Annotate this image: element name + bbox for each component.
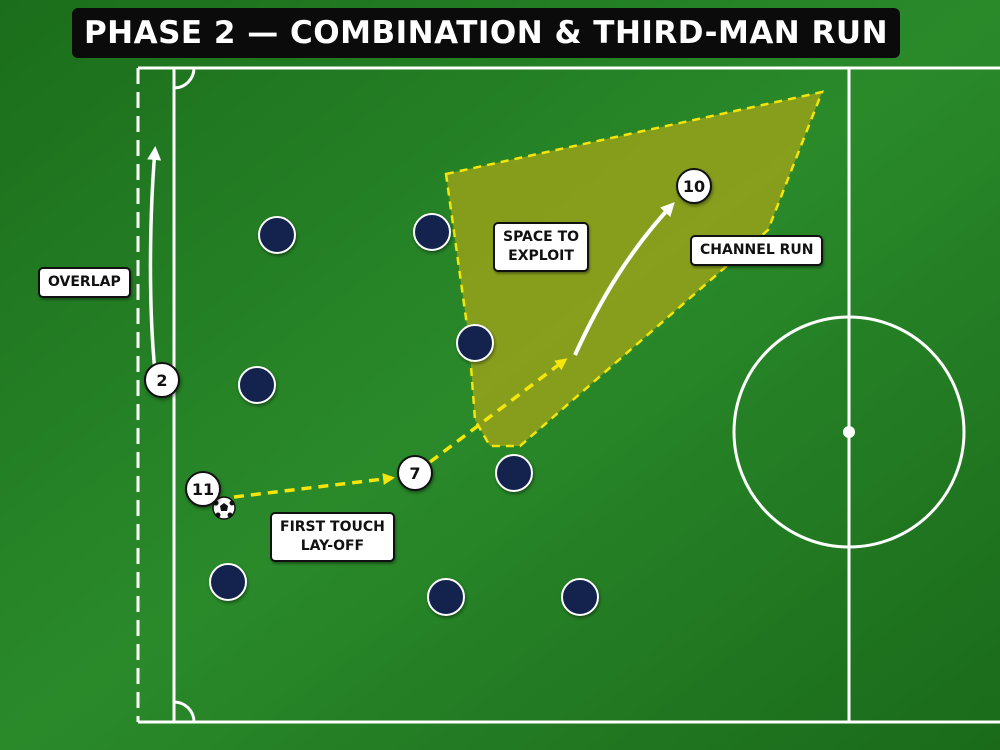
overlap-run-arrow	[147, 146, 162, 373]
player-10: 10	[676, 168, 712, 204]
title-bar: PHASE 2 — COMBINATION & THIRD-MAN RUN	[72, 8, 900, 58]
defender	[561, 578, 599, 616]
first-touch-label: FIRST TOUCH LAY-OFF	[270, 512, 395, 562]
space-zone	[444, 90, 825, 448]
space-label-line-2: EXPLOIT	[508, 248, 574, 264]
centre-circle	[732, 315, 966, 549]
defender	[238, 366, 276, 404]
space-to-exploit-label: SPACE TO EXPLOIT	[493, 222, 590, 272]
defender	[427, 578, 465, 616]
player-7: 7	[397, 455, 433, 491]
overlap-label: OVERLAP	[38, 267, 131, 298]
defender	[495, 454, 533, 492]
channel-run-label: CHANNEL RUN	[690, 235, 824, 266]
space-label-line-1: SPACE TO	[503, 229, 580, 245]
pass-arrow-7-to-space	[428, 358, 568, 464]
defender	[413, 213, 451, 251]
soccer-ball-icon	[212, 496, 236, 520]
first-touch-line-2: LAY-OFF	[300, 538, 365, 554]
pass-arrow-11-to-7	[233, 473, 395, 499]
corner-arc-bottom	[173, 700, 196, 723]
defender	[209, 563, 247, 601]
overlap-label-text: OVERLAP	[48, 274, 121, 290]
player-2: 2	[144, 362, 180, 398]
diagram-title: PHASE 2 — COMBINATION & THIRD-MAN RUN	[83, 15, 889, 51]
corner-arc-top	[173, 67, 196, 90]
defender	[258, 216, 296, 254]
centre-spot	[843, 426, 855, 438]
third-man-run-arrow	[573, 202, 675, 356]
player-11: 11	[185, 471, 221, 507]
defender	[456, 324, 494, 362]
channel-run-label-text: CHANNEL RUN	[700, 242, 814, 258]
first-touch-line-1: FIRST TOUCH	[280, 519, 385, 535]
pitch-markings	[136, 66, 1000, 724]
